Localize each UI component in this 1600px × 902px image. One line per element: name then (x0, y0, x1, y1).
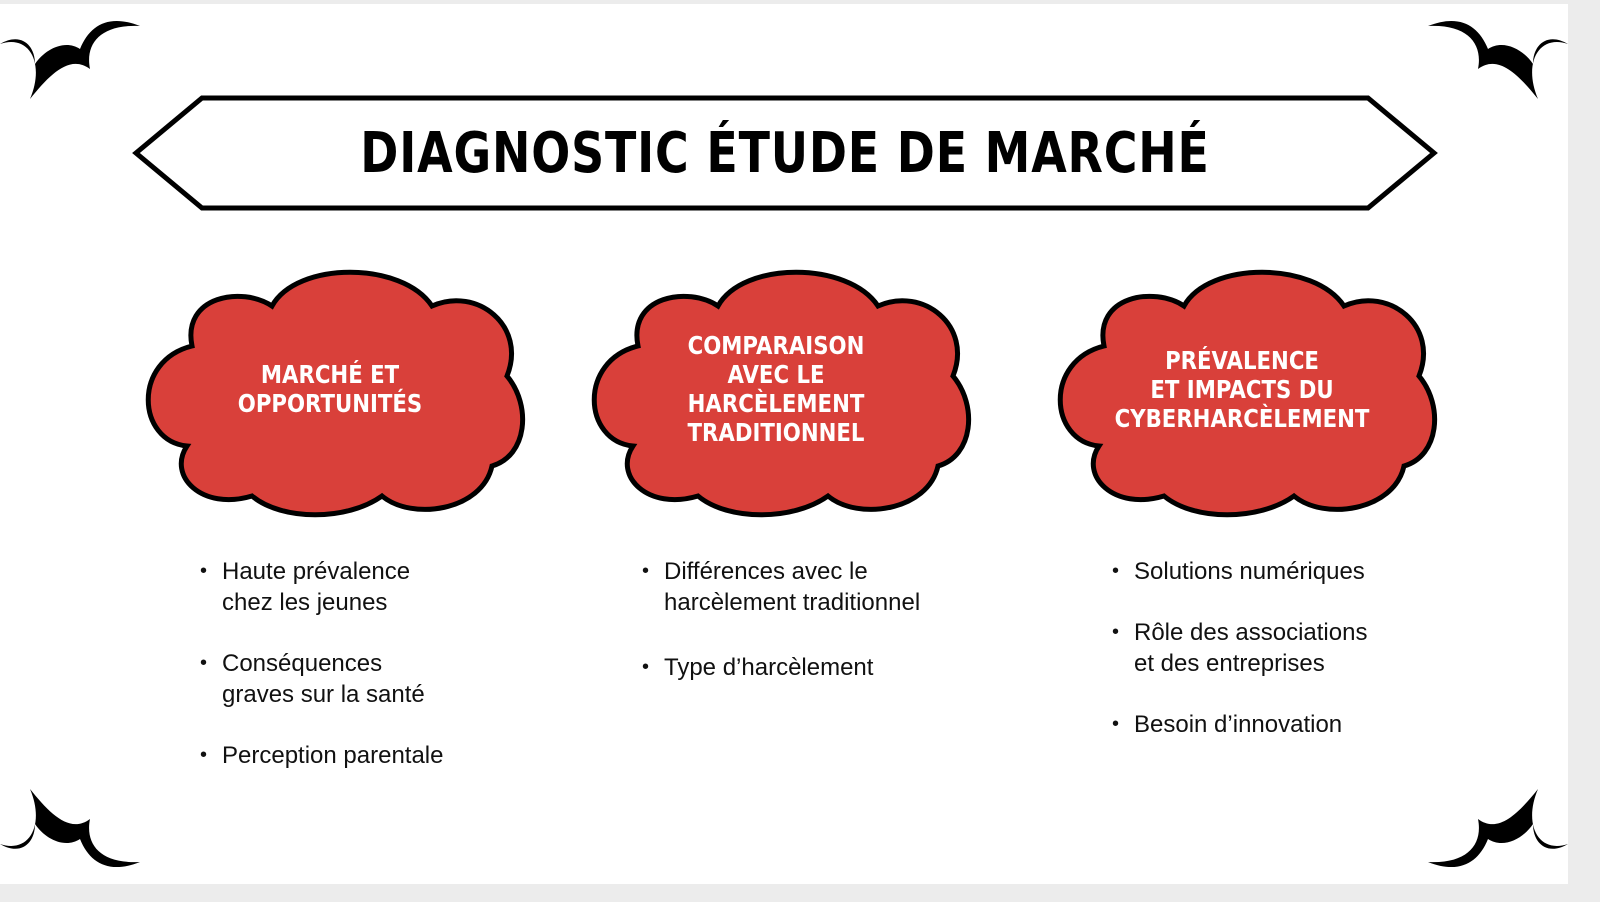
list-item: Type d’harcèlement (642, 652, 1002, 683)
page-title: DIAGNOSTIC ÉTUDE DE MARCHÉ (360, 120, 1210, 186)
corner-swirl-icon (1428, 20, 1568, 100)
cloud-shape (1057, 269, 1438, 518)
slide: DIAGNOSTIC ÉTUDE DE MARCHÉ MARCHÉ ET OPP… (0, 4, 1568, 884)
cloud-heading-label: PRÉVALENCE ET IMPACTS DU CYBERHARCÈLEMEN… (1114, 345, 1370, 433)
corner-swirl-icon (1428, 789, 1568, 868)
list-item: Besoin d’innovation (1112, 709, 1452, 740)
cloud-shape (591, 269, 972, 518)
bullet-list-2: Différences avec le harcèlement traditio… (642, 556, 1002, 683)
cloud-shape (145, 269, 526, 518)
corner-swirl-icon (0, 789, 140, 868)
bullet-list-3: Solutions numériques Rôle des associatio… (1112, 556, 1452, 740)
cloud-heading-1: MARCHÉ ET OPPORTUNITÉS (132, 256, 528, 522)
cloud-heading-label: COMPARAISON AVEC LE HARCÈLEMENT TRADITIO… (687, 331, 865, 447)
list-item: Différences avec le harcèlement traditio… (642, 556, 1002, 618)
cloud-heading-2: COMPARAISON AVEC LE HARCÈLEMENT TRADITIO… (578, 256, 974, 522)
list-item: Conséquences graves sur la santé (200, 648, 540, 710)
list-item: Haute prévalence chez les jeunes (200, 556, 540, 618)
list-item: Solutions numériques (1112, 556, 1452, 587)
list-item: Rôle des associations et des entreprises (1112, 617, 1452, 679)
title-banner (132, 95, 1438, 211)
cloud-heading-3: PRÉVALENCE ET IMPACTS DU CYBERHARCÈLEMEN… (1044, 256, 1440, 522)
corner-swirl-icon (0, 20, 140, 100)
cloud-heading-label: MARCHÉ ET OPPORTUNITÉS (237, 360, 423, 418)
bullet-list-1: Haute prévalence chez les jeunes Conséqu… (200, 556, 540, 771)
list-item: Perception parentale (200, 740, 540, 771)
